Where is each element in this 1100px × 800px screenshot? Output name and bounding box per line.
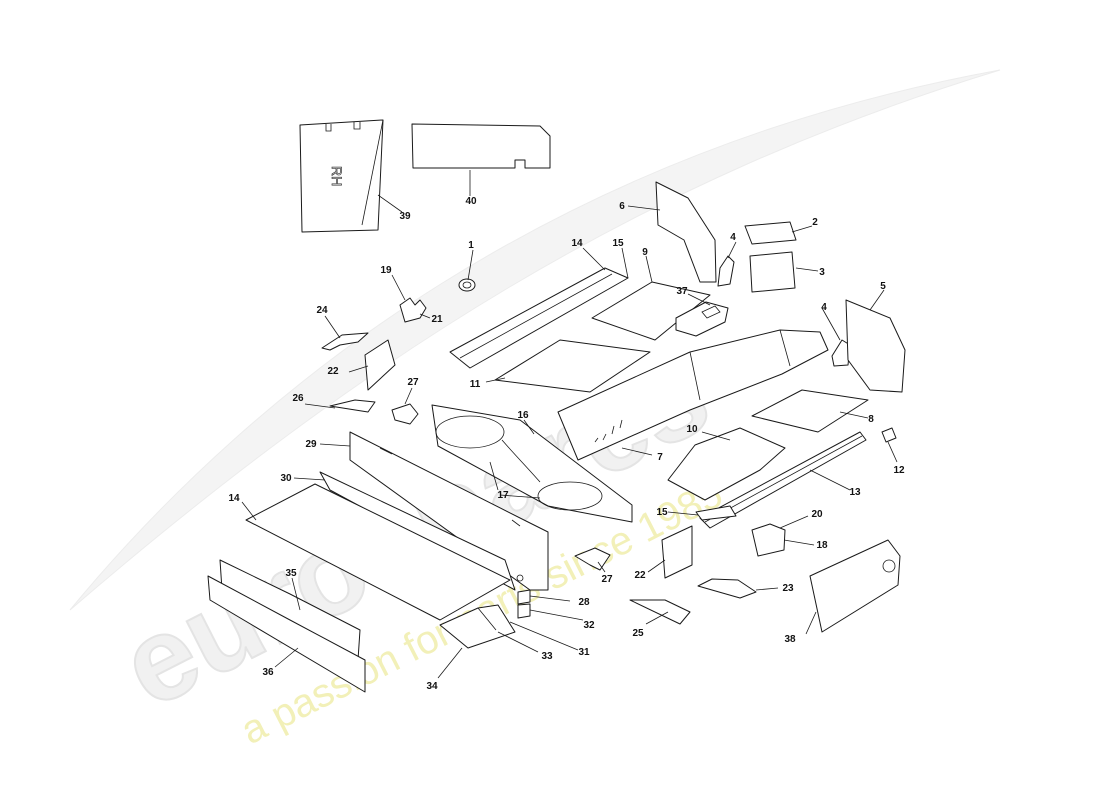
callout-6: 6	[619, 201, 625, 212]
part-26-strip	[329, 399, 376, 413]
callout-4-upper: 4	[730, 232, 736, 243]
parts: RH	[207, 119, 906, 693]
callout-8: 8	[868, 414, 874, 425]
callout-15-upper: 15	[612, 238, 624, 249]
callout-26: 26	[292, 393, 304, 404]
part-40-panel	[411, 123, 551, 169]
callout-11: 11	[470, 379, 481, 390]
callout-38: 38	[784, 634, 796, 645]
part-1-grommet	[458, 278, 476, 292]
callout-22-upper: 22	[327, 366, 339, 377]
callout-14-lower: 14	[228, 493, 240, 504]
part-15-pad	[695, 505, 737, 521]
callout-32: 32	[583, 620, 595, 631]
part-32-block	[517, 603, 531, 619]
callout-31: 31	[578, 647, 590, 658]
callout-20: 20	[811, 509, 823, 520]
callout-10: 10	[686, 424, 698, 435]
callout-9: 9	[642, 247, 648, 258]
part-19-21-clip	[399, 297, 427, 323]
part-11-floor-panel	[494, 339, 651, 393]
part-2-pad	[744, 221, 797, 245]
part-10-panel	[667, 427, 786, 501]
callout-3: 3	[819, 267, 825, 278]
callout-12: 12	[893, 465, 905, 476]
callout-36: 36	[262, 667, 274, 678]
callout-labels: 1 2 3 4 4 5 6 7 8 9 10 11 12 13 14 14 15…	[228, 196, 905, 692]
part-20-18-clip	[751, 523, 786, 557]
callout-13: 13	[849, 487, 861, 498]
callout-40: 40	[465, 196, 477, 207]
callout-15-lower: 15	[656, 507, 668, 518]
part-5-bracket	[845, 299, 906, 393]
callout-18: 18	[816, 540, 828, 551]
callout-19: 19	[380, 265, 392, 276]
callout-25: 25	[632, 628, 644, 639]
part-8-floor-panel	[751, 389, 869, 433]
part-14-lower-sill	[245, 483, 511, 621]
part-27-upper-bracket	[391, 403, 419, 425]
embossed-rh-text: RH	[329, 166, 345, 186]
part-16-17-floor	[431, 404, 633, 523]
callout-21: 21	[431, 314, 443, 325]
part-22-upper-panel	[364, 339, 396, 391]
callout-27-lower: 27	[601, 574, 613, 585]
callout-4-lower: 4	[821, 302, 827, 313]
callout-23: 23	[782, 583, 794, 594]
part-34-panel	[439, 604, 516, 649]
part-6-bracket	[655, 181, 717, 283]
callout-1: 1	[468, 240, 474, 251]
callout-39: 39	[399, 211, 411, 222]
part-12-pad	[881, 427, 897, 443]
callout-27-upper: 27	[407, 377, 419, 388]
callout-14-upper: 14	[571, 238, 583, 249]
part-29-panel	[349, 431, 549, 591]
callout-35: 35	[285, 568, 297, 579]
callout-24: 24	[316, 305, 328, 316]
part-37-box	[675, 301, 729, 337]
watermark-swoosh	[69, 69, 1001, 611]
part-22-lower-panel	[661, 525, 693, 579]
callout-28: 28	[578, 597, 590, 608]
part-9-panel	[591, 281, 711, 341]
part-4-upper-bracket	[717, 255, 735, 287]
part-25-strip	[629, 599, 691, 625]
part-24-strip	[321, 332, 369, 351]
part-28-block	[517, 589, 531, 605]
callout-33: 33	[541, 651, 553, 662]
leader-lines	[241, 170, 898, 679]
part-27-lower-bracket	[574, 547, 611, 571]
part-38-panel	[809, 539, 901, 633]
callout-37: 37	[676, 286, 688, 297]
callout-34: 34	[426, 681, 438, 692]
callout-16: 16	[517, 410, 529, 421]
callout-7: 7	[657, 452, 663, 463]
part-36-sill	[207, 575, 366, 693]
callout-17: 17	[497, 490, 509, 501]
part-39-rh-panel: RH	[299, 119, 384, 233]
callout-22-lower: 22	[634, 570, 646, 581]
callout-29: 29	[305, 439, 317, 450]
callout-30: 30	[280, 473, 292, 484]
part-7-tunnel	[557, 329, 829, 461]
callout-5: 5	[880, 281, 886, 292]
callout-2: 2	[812, 217, 818, 228]
part-23-strip	[697, 578, 757, 599]
part-3-pad	[749, 251, 796, 293]
